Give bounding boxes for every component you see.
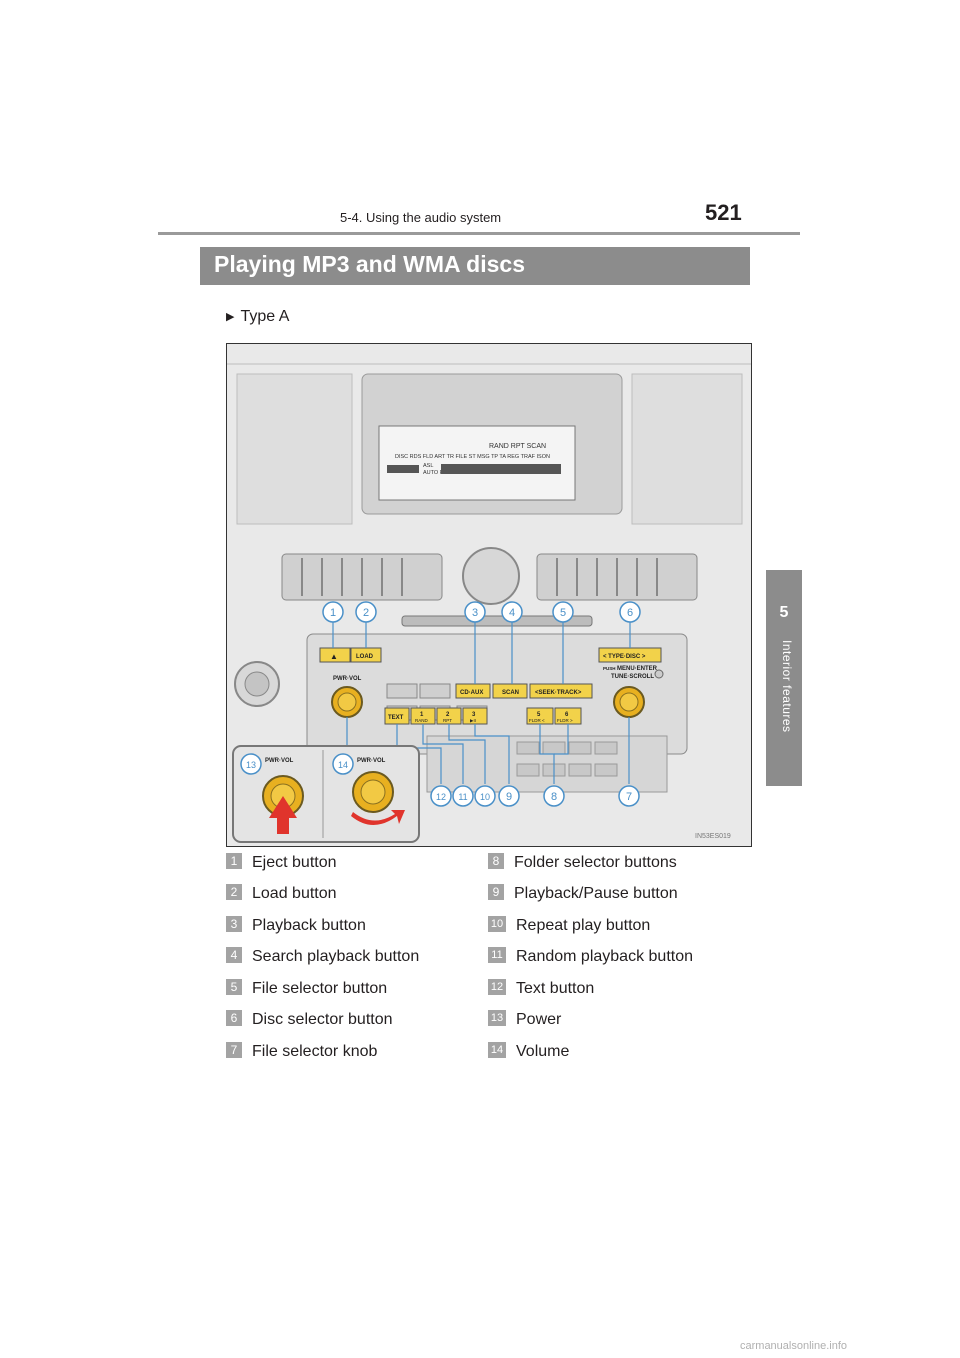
inset-right-label: PWR·VOL (357, 758, 386, 764)
callout-13: 13 (246, 760, 256, 770)
scan-button-label: SCAN (502, 690, 519, 696)
preset3-sub: ▶II (470, 718, 476, 723)
callout-7: 7 (626, 791, 632, 803)
preset5-num: 5 (537, 712, 541, 718)
figure-code: IN53ES019 (695, 833, 731, 840)
display-row1: RAND RPT SCAN (489, 443, 546, 450)
audio-panel-figure: RAND RPT SCAN DISC RDS FLD ART TR FILE S… (226, 343, 752, 847)
callout-2: 2 (363, 607, 369, 619)
preset2-sub: RPT (443, 718, 452, 723)
load-button-label: LOAD (356, 654, 374, 660)
eject-button (319, 647, 351, 663)
tune-scroll-label: TUNE·SCROLL (611, 674, 654, 680)
chapter-label: Interior features (780, 640, 794, 733)
type-disc-button-label: < TYPE·DISC > (603, 654, 646, 660)
page-number: 521 (705, 200, 742, 225)
preset2-num: 2 (446, 712, 450, 718)
callout-10: 10 (480, 792, 490, 802)
display-asl: ASL (423, 463, 433, 469)
preset1-num: 1 (420, 712, 424, 718)
section-title: Playing MP3 and WMA discs (214, 251, 525, 277)
watermark: carmanualsonline.info (740, 1340, 848, 1352)
header-rule (158, 232, 800, 235)
callout-3: 3 (472, 607, 478, 619)
seek-track-button-label: <SEEK·TRACK> (535, 690, 582, 696)
cd-slot (401, 615, 593, 627)
push-label: PUSH (603, 666, 616, 671)
callout-5: 5 (560, 607, 566, 619)
callout-9: 9 (506, 791, 512, 803)
type-label: ▶ Type A (226, 308, 289, 326)
eject-button-label: ▲ (330, 652, 338, 661)
cd-aux-button (455, 683, 491, 699)
clock-dial (462, 547, 520, 605)
rotate-arrow-icon (351, 810, 405, 825)
audio-panel-illustration: RAND RPT SCAN DISC RDS FLD ART TR FILE S… (227, 344, 751, 846)
chapter-side-tab: 5 Interior features (766, 570, 802, 786)
inset-left-label: PWR·VOL (265, 758, 294, 764)
pwr-vol-label: PWR·VOL (333, 676, 362, 682)
callout-14: 14 (338, 760, 348, 770)
display-row2: DISC RDS FLD ART TR FILE ST MSG TP TA RE… (395, 454, 550, 460)
preset1-sub: RAND (415, 718, 429, 723)
press-arrow-icon (269, 796, 297, 834)
header-section-title: 5-4. Using the audio system (340, 210, 502, 225)
preset6-num: 6 (565, 712, 569, 718)
seek-track-button (529, 683, 593, 699)
callout-8: 8 (551, 791, 557, 803)
preset6-sub: FLDR > (557, 718, 573, 723)
scan-button (492, 683, 528, 699)
callout-1: 1 (330, 607, 336, 619)
display-screen (378, 425, 576, 501)
callout-4: 4 (509, 607, 515, 619)
text-button-label: TEXT (388, 715, 404, 721)
section-title-bar: Playing MP3 and WMA discs (200, 247, 750, 285)
preset3-num: 3 (472, 712, 476, 718)
callout-11: 11 (458, 792, 467, 802)
display-auto: AUTO P (423, 470, 444, 476)
callout-12: 12 (436, 792, 446, 802)
cd-aux-button-label: CD·AUX (460, 690, 483, 696)
chapter-number: 5 (779, 604, 789, 621)
preset5-sub: FLDR < (529, 718, 545, 723)
type-label-text: Type A (240, 308, 290, 325)
callout-6: 6 (627, 607, 633, 619)
bullet-triangle-icon: ▶ (226, 311, 235, 323)
menu-enter-label: MENU·ENTER (617, 666, 658, 672)
